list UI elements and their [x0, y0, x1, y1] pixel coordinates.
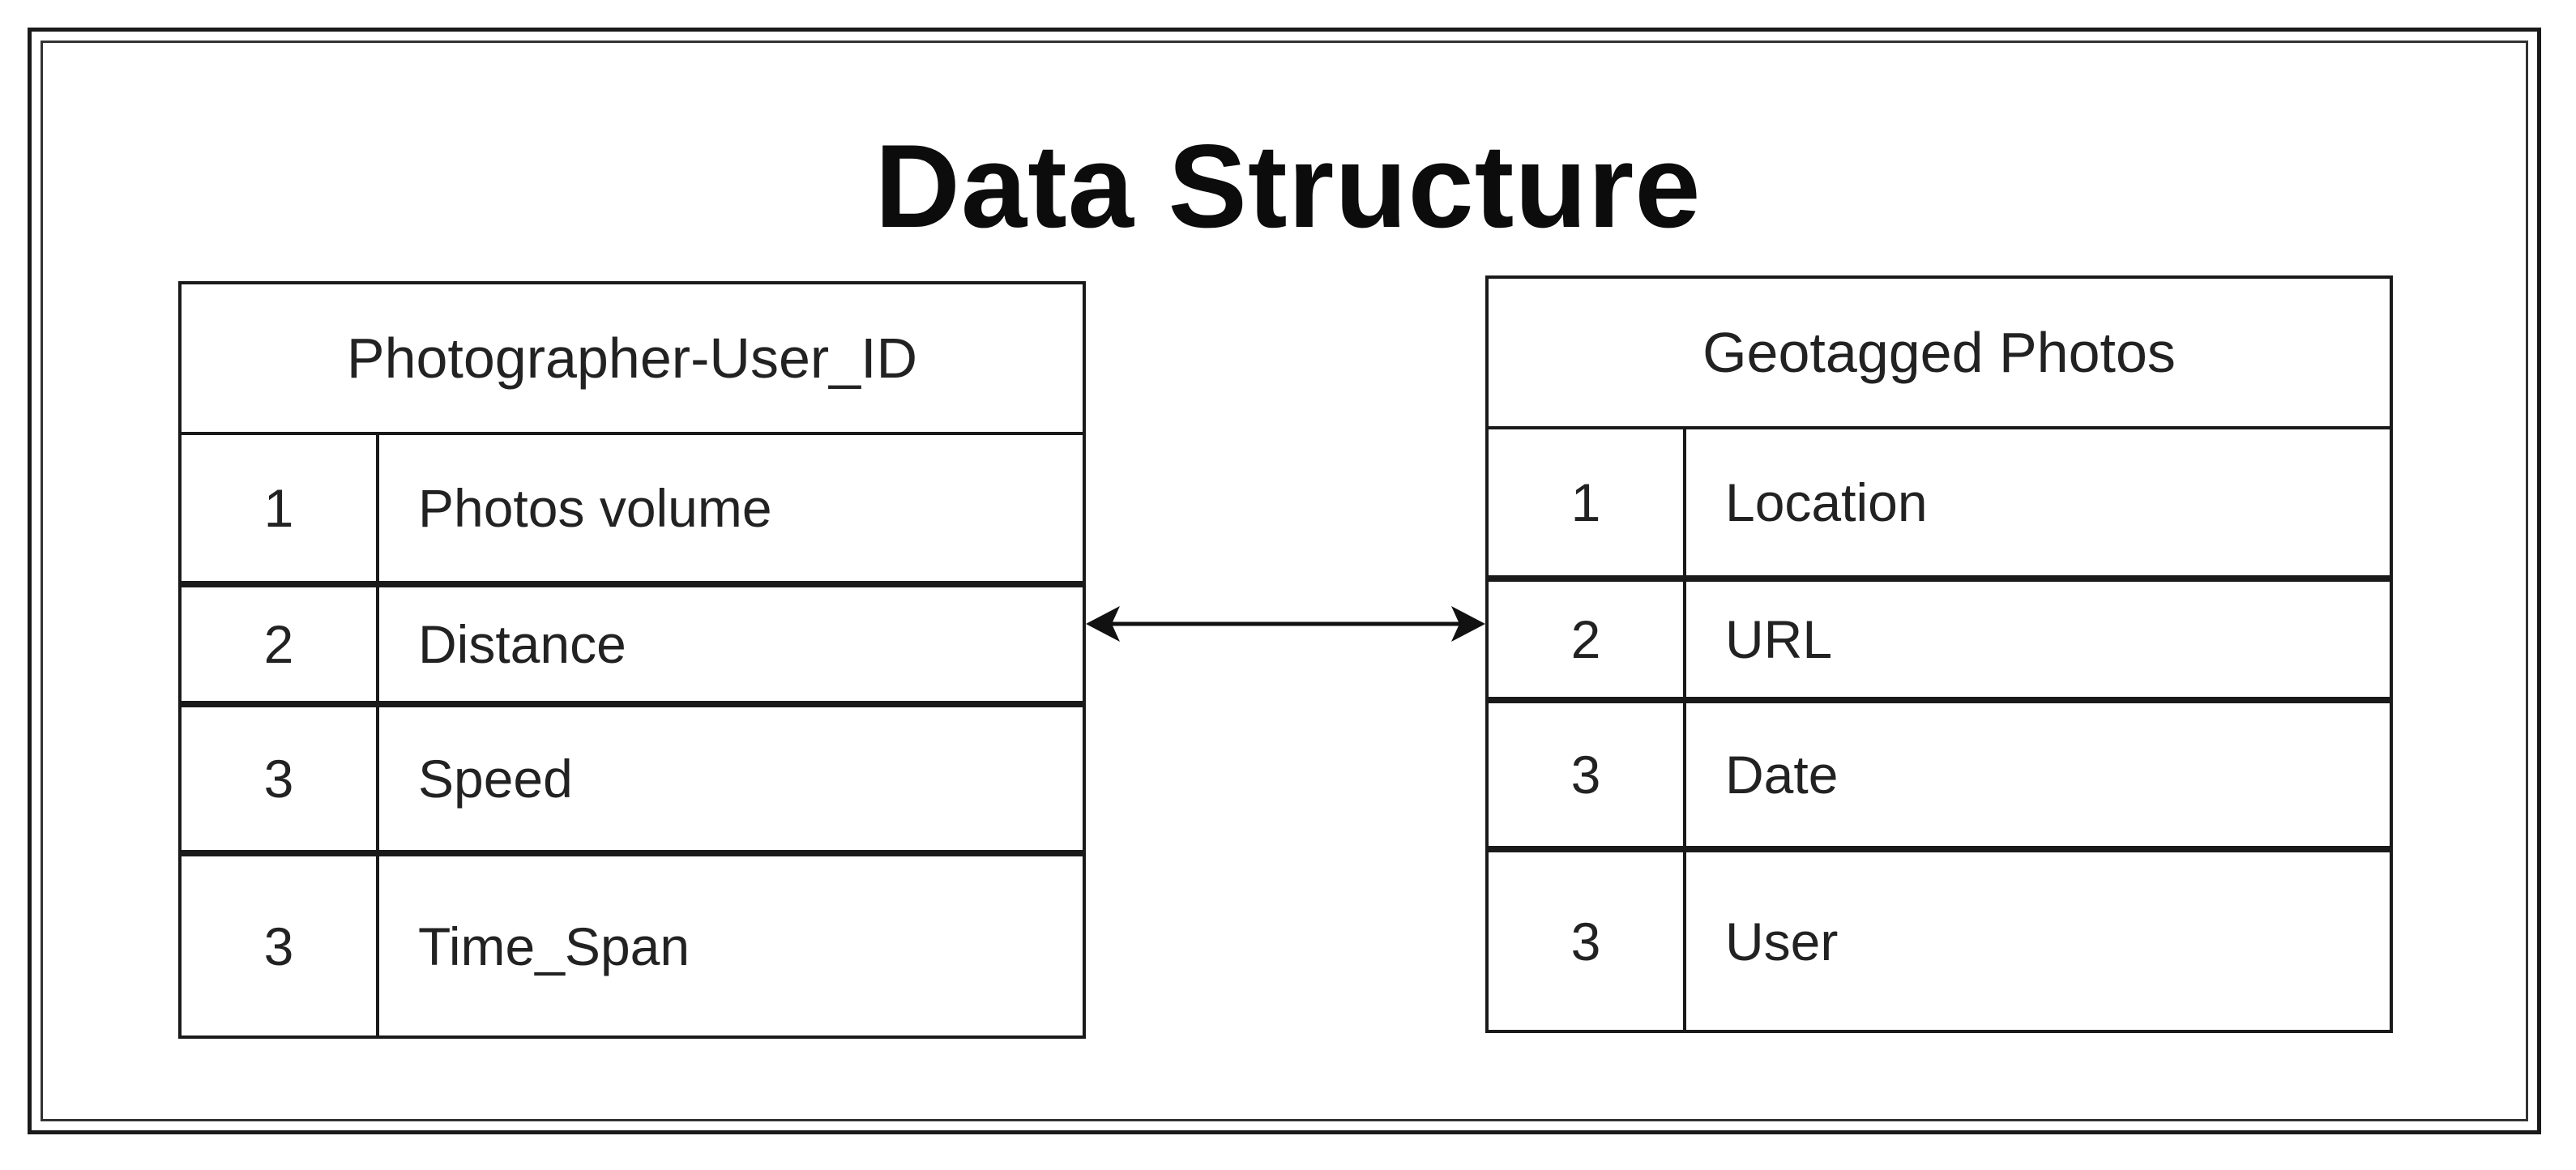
row-field: Speed — [418, 749, 573, 809]
row-field: Date — [1725, 745, 1839, 805]
row-number: 3 — [1489, 852, 1686, 1030]
diagram-outer-border — [28, 28, 2541, 1134]
entity-row: 1 Photos volume — [182, 435, 1083, 587]
entity-row: 2 URL — [1489, 582, 2390, 703]
entity-row: 3 Date — [1489, 703, 2390, 852]
row-number: 3 — [182, 856, 379, 1035]
entity-table-geotagged-photos: Geotagged Photos 1 Location 2 URL 3 Date… — [1485, 275, 2393, 1033]
diagram-title: Data Structure — [874, 120, 1702, 252]
row-number: 3 — [1489, 703, 1686, 846]
row-number: 2 — [1489, 582, 1686, 697]
row-field: Location — [1725, 472, 1928, 532]
arrowhead-right-icon — [1451, 606, 1485, 642]
entity-row: 3 Time_Span — [182, 856, 1083, 1035]
entity-row: 2 Distance — [182, 587, 1083, 707]
entity-row: 3 User — [1489, 852, 2390, 1030]
row-field: Time_Span — [418, 916, 690, 976]
entity-row: 3 Speed — [182, 707, 1083, 856]
row-field: Distance — [418, 614, 626, 674]
row-number: 3 — [182, 707, 379, 850]
row-field: URL — [1725, 609, 1833, 669]
entity-row: 1 Location — [1489, 429, 2390, 582]
row-number: 1 — [1489, 429, 1686, 575]
entity-table-photographer: Photographer-User_ID 1 Photos volume 2 D… — [178, 281, 1086, 1039]
row-number: 1 — [182, 435, 379, 581]
entity-header: Photographer-User_ID — [182, 284, 1083, 435]
row-field: User — [1725, 911, 1839, 971]
bidirectional-arrow-connector — [1086, 606, 1485, 642]
diagram-inner-border — [41, 41, 2528, 1121]
entity-header: Geotagged Photos — [1489, 279, 2390, 429]
row-field: Photos volume — [418, 478, 772, 538]
arrowhead-left-icon — [1086, 606, 1120, 642]
row-number: 2 — [182, 587, 379, 701]
